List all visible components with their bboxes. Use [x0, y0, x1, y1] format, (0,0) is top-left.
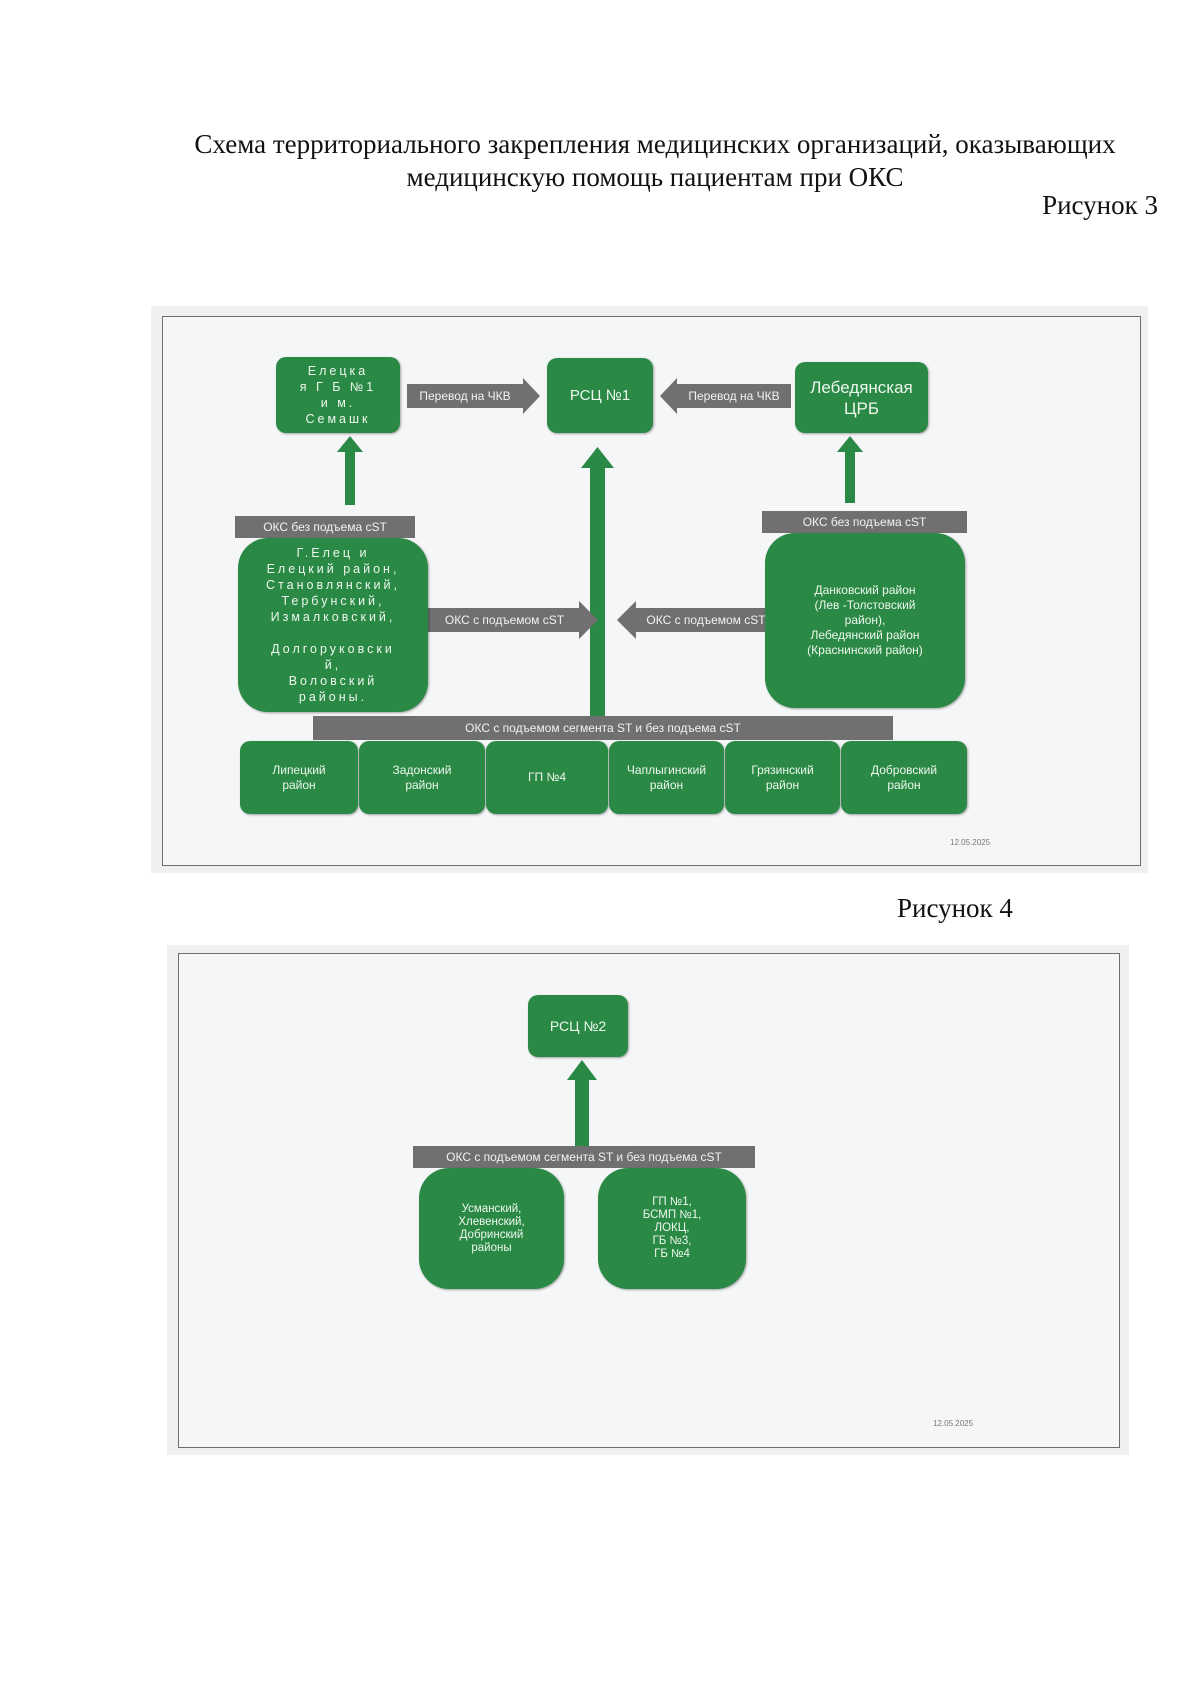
arrow-up-to-rsc2: [567, 1060, 597, 1146]
node-dobroe-district: Добровский район: [841, 741, 967, 814]
figure-4-caption: Рисунок 4: [897, 893, 1013, 923]
node-rsc1: РСЦ №1: [547, 358, 653, 433]
node-dankov-area: Данковский район (Лев -Толстовский район…: [765, 533, 965, 708]
arrow-transfer-right: [660, 378, 791, 414]
label-st-right: ОКС с подъемом сST: [646, 613, 766, 627]
node-gp1-group: ГП №1, БСМП №1, ЛОКЦ, ГБ №3, ГБ №4: [598, 1168, 746, 1289]
label-st-both: ОКС с подъемом сегмента ST и без подъема…: [413, 1146, 755, 1168]
node-gryazi-district: Грязинский район: [725, 741, 840, 814]
arrow-up-to-rsc1: [581, 447, 614, 716]
arrow-up-to-lebedyan: [837, 436, 863, 503]
node-elets-gb: Елецка я Г Б №1 и м. Семашк: [276, 357, 400, 433]
node-rsc2: РСЦ №2: [528, 995, 628, 1057]
node-chaplygin-district: Чаплыгинский район: [609, 741, 724, 814]
figure-4-date: 12.05.2025: [933, 1419, 974, 1428]
label-st-left: ОКС с подъемом сST: [444, 613, 565, 627]
label-no-st-right: ОКС без подъема сST: [762, 511, 967, 533]
document-title: Схема территориального закрепления медиц…: [194, 129, 1116, 192]
figure-3-date: 12.05.2025: [950, 838, 991, 847]
arrow-up-to-elets-gb: [337, 436, 363, 505]
node-zadonsk-district: Задонский район: [359, 741, 485, 814]
arrow-st-left: [428, 601, 598, 639]
node-lebedyan-crb: Лебедянская ЦРБ: [795, 362, 928, 433]
arrow-transfer-left: [407, 378, 540, 414]
node-gp4: ГП №4: [486, 741, 608, 814]
node-elets-area: Г.Елец и Елецкий район, Становлянский, Т…: [238, 538, 428, 712]
node-lipetsk-district: Липецкий район: [240, 741, 358, 814]
figure-3-caption: Рисунок 3: [1042, 190, 1158, 220]
arrow-st-right: [617, 601, 776, 639]
label-st-both-bottom: ОКС с подъемом сегмента ST и без подъема…: [313, 716, 893, 740]
label-transfer-right: Перевод на ЧКВ: [688, 389, 780, 403]
label-transfer-left: Перевод на ЧКВ: [419, 389, 511, 403]
label-no-st-left: ОКС без подъема сST: [235, 516, 415, 538]
node-usman-group: Усманский, Хлевенский, Добринский районы: [419, 1168, 564, 1289]
